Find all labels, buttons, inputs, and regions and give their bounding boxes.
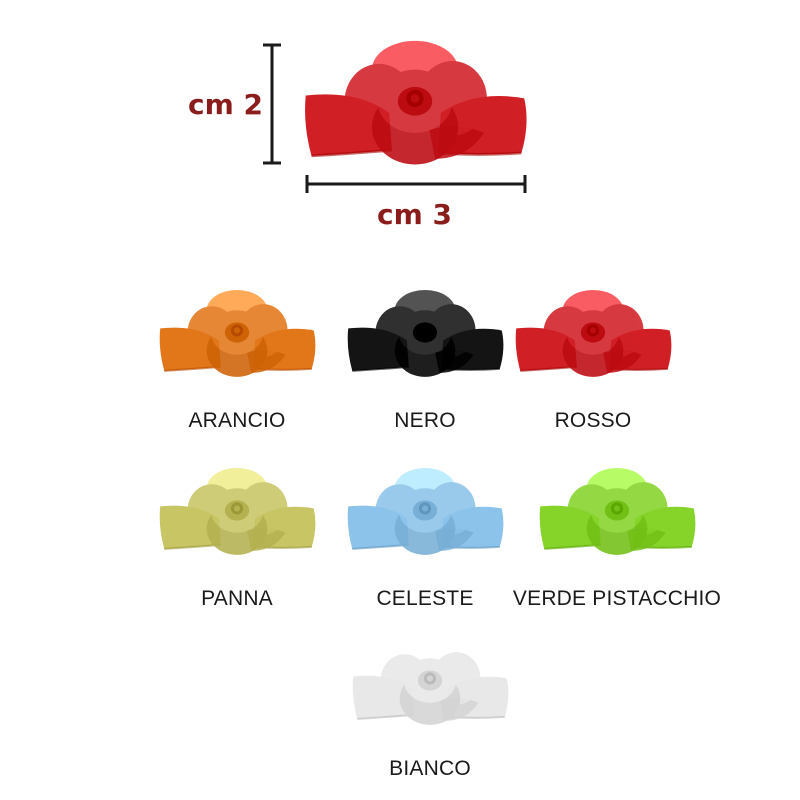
rose-bow-icon — [508, 288, 678, 385]
rose-bow-icon — [340, 636, 520, 733]
swatch-label: VERDE PISTACCHIO — [512, 587, 722, 610]
rose-bow-icon — [340, 288, 510, 385]
rose-bow-icon — [152, 288, 322, 385]
swatch-label: PANNA — [201, 587, 273, 610]
swatch-label: BIANCO — [389, 757, 471, 780]
swatch-nero: NERO — [340, 288, 510, 433]
swatch-bianco: BIANCO — [340, 636, 520, 781]
rose-bow-icon — [152, 466, 322, 563]
dimension-lines — [263, 43, 527, 193]
rose-bow-icon — [340, 466, 510, 563]
swatch-celeste: CELESTE — [340, 466, 510, 611]
swatch-label: ROSSO — [554, 409, 632, 432]
swatch-label: NERO — [394, 409, 456, 432]
swatch-rosso: ROSSO — [508, 288, 678, 433]
swatch-arancio: ARANCIO — [152, 288, 322, 433]
width-label: cm 3 — [377, 198, 453, 231]
swatch-label: ARANCIO — [188, 409, 286, 432]
rose-bow-icon — [512, 466, 722, 563]
height-label: cm 2 — [188, 88, 264, 121]
hero-rose — [300, 38, 530, 176]
swatch-label: CELESTE — [376, 587, 474, 610]
swatch-panna: PANNA — [152, 466, 322, 611]
swatch-verde-pistacchio: VERDE PISTACCHIO — [512, 466, 722, 611]
